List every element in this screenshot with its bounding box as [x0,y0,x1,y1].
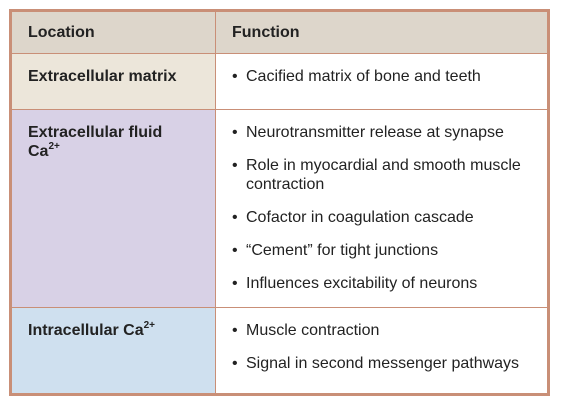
list-item: • Cacified matrix of bone and teeth [232,67,539,86]
location-superscript: 2+ [143,320,156,331]
bullet-icon: • [232,275,238,292]
function-text: Signal in second messenger pathways [246,355,520,372]
column-header-function: Function [215,11,548,54]
table: Location Function Extracellular matrix •… [11,11,548,394]
location-cell: Intracellular Ca2+ [11,307,216,394]
list-item: • Cofactor in coagulation cascade [232,208,539,227]
function-cell: • Muscle contraction • Signal in second me… [215,307,548,394]
function-list: • Neurotransmitter release at synapse • Ro… [232,123,539,293]
calcium-function-table: Location Function Extracellular matrix •… [9,9,550,396]
bullet-icon: • [232,157,238,174]
bullet-icon: • [232,209,238,226]
function-text: Role in myocardial and smooth muscle con… [246,157,521,193]
table-row: Extracellular fluid Ca2+ • Neurotransmitt… [11,109,548,308]
bullet-icon: • [232,242,238,259]
function-text: “Cement” for tight junctions [246,242,439,259]
bullet-icon: • [232,124,238,141]
function-text: Muscle contraction [246,322,380,339]
column-header-location: Location [11,11,216,54]
function-cell: • Cacified matrix of bone and teeth [215,53,548,110]
function-text: Cacified matrix of bone and teeth [246,68,481,85]
location-label: Extracellular fluid [28,124,163,141]
table-row: Extracellular matrix • Cacified matrix of… [11,53,548,110]
location-superscript: 2+ [48,141,60,152]
location-label: Intracellular Ca [28,322,144,339]
list-item: • Signal in second messenger pathways [232,354,539,373]
function-cell: • Neurotransmitter release at synapse • Ro… [215,109,548,308]
list-item: • “Cement” for tight junctions [232,241,539,260]
list-item: • Muscle contraction [232,321,539,340]
location-label-line2: Ca [28,143,49,160]
location-cell: Extracellular fluid Ca2+ [11,109,216,308]
function-text: Neurotransmitter release at synapse [246,124,504,141]
location-label: Extracellular matrix [28,68,177,85]
table-header-row: Location Function [11,11,548,54]
function-list: • Muscle contraction • Signal in second me… [232,321,539,373]
location-cell: Extracellular matrix [11,53,216,110]
list-item: • Neurotransmitter release at synapse [232,123,539,142]
table-row: Intracellular Ca2+ • Muscle contraction •… [11,307,548,394]
list-item: • Role in myocardial and smooth muscle co… [232,156,539,194]
function-list: • Cacified matrix of bone and teeth [232,67,539,86]
bullet-icon: • [232,68,238,85]
function-text: Cofactor in coagulation cascade [246,209,474,226]
bullet-icon: • [232,322,238,339]
list-item: • Influences excitability of neurons [232,274,539,293]
function-text: Influences excitability of neurons [246,275,478,292]
bullet-icon: • [232,355,238,372]
